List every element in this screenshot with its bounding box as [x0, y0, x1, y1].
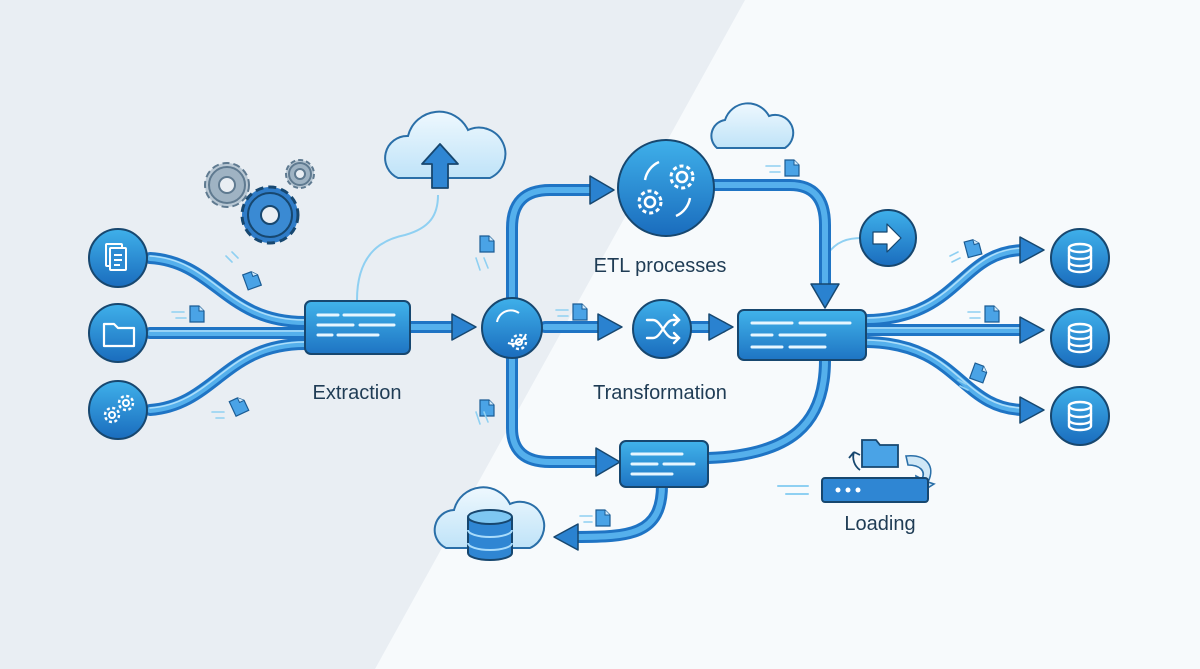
target-node-database-3	[1050, 386, 1110, 446]
shuffle-node	[632, 299, 692, 359]
source-node-folder	[88, 303, 148, 363]
arrowheads	[451, 175, 1045, 551]
merge-box	[737, 309, 867, 361]
refresh-gear-icon	[496, 309, 528, 351]
arrow-right-icon	[872, 223, 902, 253]
extraction-upload-link	[356, 194, 439, 301]
arrowhead-to-etl	[589, 175, 615, 205]
label-extraction: Extraction	[313, 382, 402, 404]
arrowhead-to-merge	[708, 313, 734, 341]
arrowhead-target-3	[1019, 396, 1045, 424]
label-etl-processes: ETL processes	[594, 255, 727, 277]
pipes-inner	[147, 182, 1028, 540]
bottom-process-box	[619, 440, 709, 488]
gears-cluster-icon	[204, 159, 315, 245]
arrowhead-extraction-out	[451, 313, 477, 341]
arrowhead-target-1	[1019, 236, 1045, 264]
pipes-highlight	[149, 247, 1026, 409]
cloud-database-icon	[433, 486, 546, 561]
target-node-database-2	[1050, 308, 1110, 368]
etl-node	[617, 139, 715, 237]
cloud-icon	[710, 102, 795, 149]
source-node-documents	[88, 228, 148, 288]
arrowhead-target-2	[1019, 316, 1045, 344]
documents-icon	[105, 243, 127, 271]
loading-server-icon	[777, 439, 936, 503]
hub-node	[481, 297, 543, 359]
arrowhead-to-shuffle	[597, 313, 623, 341]
extraction-box	[304, 300, 411, 355]
target-node-database-1	[1050, 228, 1110, 288]
arrowhead-to-bottom-box	[595, 447, 621, 477]
folder-icon	[102, 322, 136, 348]
arrowhead-to-cloud-db	[553, 523, 579, 551]
arrowhead-down-merge	[810, 283, 840, 309]
shuffle-icon	[645, 313, 681, 345]
forward-node	[859, 209, 917, 267]
gear-cycle-icon	[637, 160, 695, 218]
label-transformation: Transformation	[593, 382, 727, 404]
motion-lines	[171, 165, 981, 523]
cloud-upload-icon	[384, 110, 507, 189]
label-loading: Loading	[844, 513, 915, 535]
source-node-gears	[88, 380, 148, 440]
